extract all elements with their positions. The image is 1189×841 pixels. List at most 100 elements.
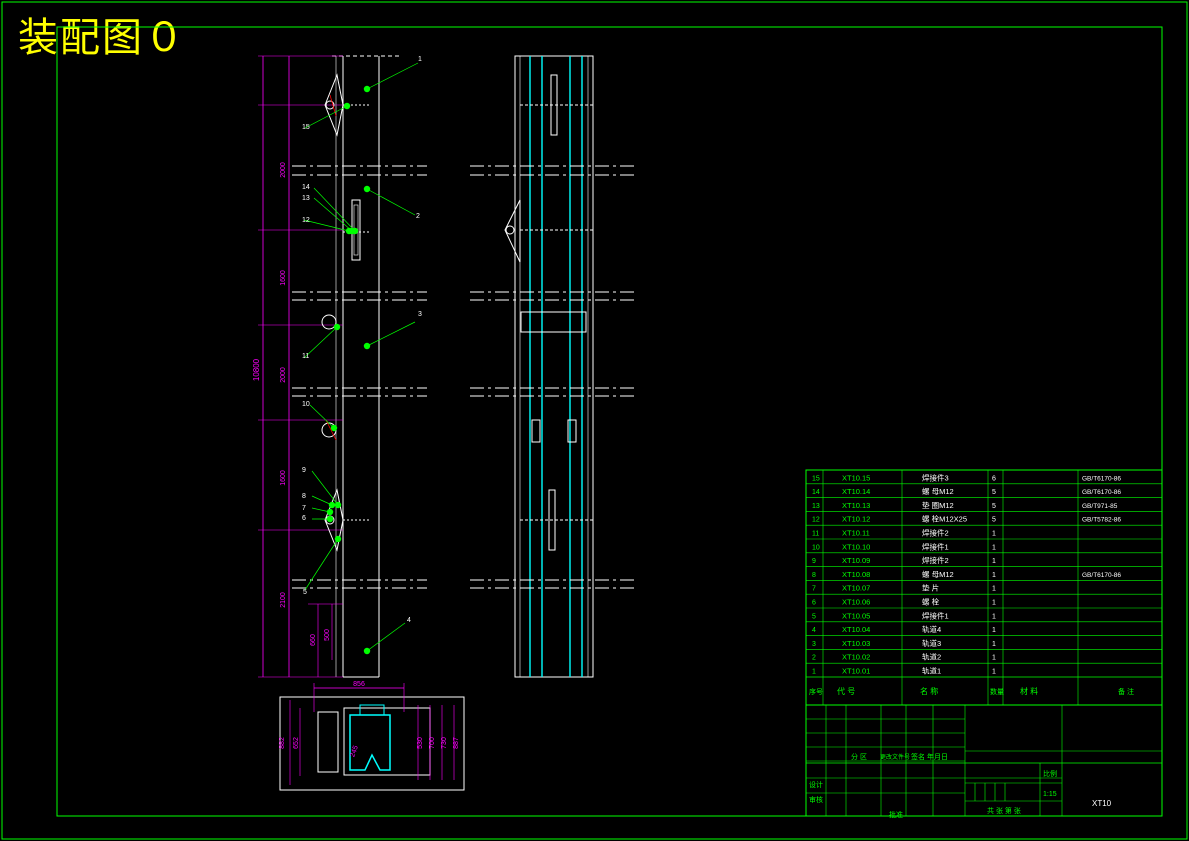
parts-row-code: XT10.04 bbox=[842, 625, 870, 634]
parts-row-no: 4 bbox=[812, 627, 816, 634]
callout-dot-3 bbox=[363, 342, 371, 350]
parts-row-code: XT10.03 bbox=[842, 639, 870, 648]
parts-row-qty: 5 bbox=[992, 517, 996, 524]
dim-total: 10800 bbox=[252, 358, 261, 381]
parts-row-no: 5 bbox=[812, 613, 816, 620]
parts-header-name: 名 称 bbox=[920, 686, 938, 696]
parts-row-code: XT10.09 bbox=[842, 556, 870, 565]
parts-row-qty: 1 bbox=[992, 531, 996, 538]
tb-design: 设计 bbox=[809, 780, 823, 789]
callout-number-11: 11 bbox=[302, 353, 309, 360]
parts-header-qty: 数量 bbox=[990, 687, 1004, 696]
parts-row-qty: 5 bbox=[992, 489, 996, 496]
parts-row-std: GB/T5782-86 bbox=[1082, 517, 1121, 524]
tb-sheets: 共 张 第 张 bbox=[987, 806, 1021, 815]
parts-row-no: 3 bbox=[812, 641, 816, 648]
callout-dot-6 bbox=[326, 515, 334, 523]
front-bracket bbox=[504, 199, 521, 263]
parts-row-no: 1 bbox=[812, 669, 816, 676]
callout-number-12: 12 bbox=[302, 217, 310, 224]
parts-row-name: 焊接件2 bbox=[922, 528, 949, 538]
parts-row-qty: 6 bbox=[992, 475, 996, 482]
tb-approve: 批准 bbox=[889, 810, 903, 819]
dim-d4: 1600 bbox=[280, 470, 287, 486]
parts-row-no: 12 bbox=[812, 517, 820, 524]
parts-row-no: 15 bbox=[812, 475, 820, 482]
tb-review: 审核 bbox=[809, 795, 823, 804]
callout-leader bbox=[313, 197, 353, 232]
pivot-upper bbox=[321, 314, 337, 330]
parts-row-name: 焊接件1 bbox=[922, 610, 949, 620]
parts-header-material: 材 料 bbox=[1020, 686, 1038, 696]
parts-row-qty: 1 bbox=[992, 669, 996, 676]
callout-dot-8 bbox=[328, 501, 336, 509]
parts-row-name: 螺 母M12 bbox=[922, 486, 954, 496]
callout-leader bbox=[366, 62, 419, 90]
parts-row-code: XT10.13 bbox=[842, 501, 870, 510]
sec-dim-r4-label: 887 bbox=[453, 737, 460, 749]
parts-row-no: 10 bbox=[812, 544, 820, 551]
tb-zone: 分 区 bbox=[851, 752, 867, 761]
parts-row-name: 轨道3 bbox=[922, 638, 941, 648]
parts-row-name: 垫 片 bbox=[922, 583, 939, 593]
front-pad-r bbox=[567, 419, 577, 443]
callout-leader bbox=[311, 495, 333, 506]
parts-row-no: 6 bbox=[812, 600, 816, 607]
callout-dot-14 bbox=[351, 227, 359, 235]
callout-leader bbox=[304, 105, 348, 129]
parts-row-name: 垫 圈M12 bbox=[922, 500, 954, 510]
callout-dot-15 bbox=[343, 102, 351, 110]
tb-scale-label: 比例 bbox=[1043, 769, 1057, 778]
parts-row-code: XT10.14 bbox=[842, 487, 870, 496]
parts-row-qty: 1 bbox=[992, 586, 996, 593]
callout-leader bbox=[303, 219, 350, 232]
section-cap bbox=[359, 704, 385, 716]
callout-number-14: 14 bbox=[302, 184, 310, 191]
parts-row-std: GB/T6170-86 bbox=[1082, 489, 1121, 496]
callout-dot-7 bbox=[326, 508, 334, 516]
dim-d2: 1600 bbox=[280, 270, 287, 286]
title-block: 分 区更改文件号签名 年月日设计审核批准比例1:15共 张 第 张XT10 bbox=[805, 704, 1163, 819]
callout-number-10: 10 bbox=[302, 401, 310, 408]
parts-row-no: 7 bbox=[812, 586, 816, 593]
parts-row-qty: 1 bbox=[992, 558, 996, 565]
parts-row-code: XT10.15 bbox=[842, 473, 870, 482]
callout-number-5: 5 bbox=[303, 589, 307, 596]
callout-leader bbox=[313, 187, 356, 232]
parts-row-code: XT10.06 bbox=[842, 598, 870, 607]
sec-dim-top-label: 856 bbox=[353, 681, 365, 688]
front-pad-l bbox=[531, 419, 541, 443]
parts-row-code: XT10.05 bbox=[842, 611, 870, 620]
parts-row-name: 焊接件3 bbox=[922, 472, 949, 482]
parts-row-code: XT10.10 bbox=[842, 542, 870, 551]
section-frame bbox=[279, 696, 465, 791]
parts-row-no: 13 bbox=[812, 503, 820, 510]
parts-row-code: XT10.08 bbox=[842, 570, 870, 579]
front-pivot bbox=[505, 225, 515, 235]
parts-header-remark: 备 注 bbox=[1118, 687, 1134, 696]
parts-row-code: XT10.12 bbox=[842, 515, 870, 524]
parts-row-name: 焊接件2 bbox=[922, 555, 949, 565]
callout-dot-11 bbox=[333, 323, 341, 331]
drawing-title: 装配图０ bbox=[18, 15, 186, 61]
sec-dim-h2-label: 652 bbox=[293, 737, 300, 749]
section-channel bbox=[349, 714, 391, 771]
parts-row-qty: 1 bbox=[992, 641, 996, 648]
parts-row-no: 14 bbox=[812, 489, 820, 496]
parts-row-code: XT10.07 bbox=[842, 584, 870, 593]
sec-dim-r3-label: 730 bbox=[441, 737, 448, 749]
bolt-hole-top bbox=[325, 100, 335, 110]
parts-row-no: 2 bbox=[812, 655, 816, 662]
dim-d3: 2000 bbox=[280, 367, 287, 383]
dim-d5: 2100 bbox=[280, 592, 287, 608]
parts-row-std: GB/T971-85 bbox=[1082, 503, 1118, 510]
callout-number-4: 4 bbox=[407, 617, 411, 624]
section-clamp bbox=[317, 711, 339, 773]
parts-row-std: GB/T6170-86 bbox=[1082, 475, 1121, 482]
sec-dim-h1-label: 882 bbox=[279, 737, 286, 749]
